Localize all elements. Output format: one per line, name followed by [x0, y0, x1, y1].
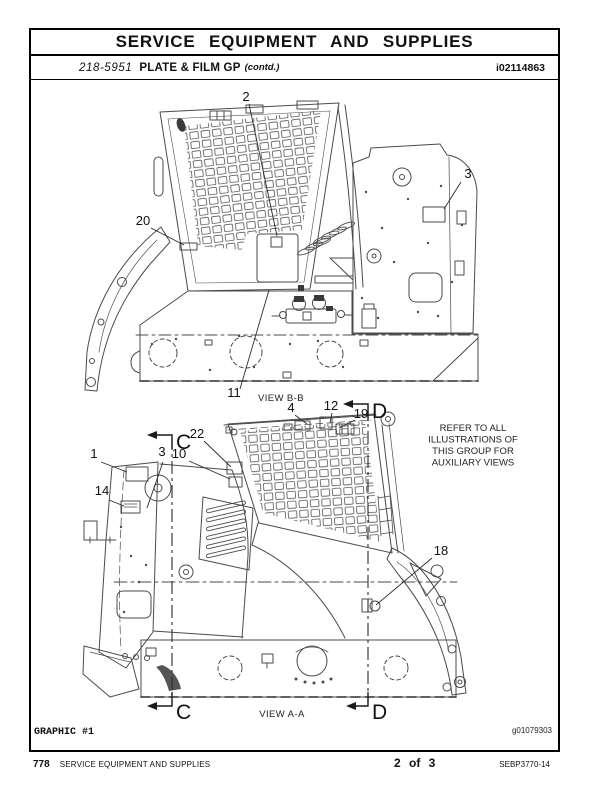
header-title-bar: SERVICE EQUIPMENT AND SUPPLIES	[31, 30, 558, 56]
aux-note-line4: AUXILIARY VIEWS	[432, 458, 515, 469]
aux-note-line1: REFER TO ALL	[440, 423, 507, 434]
page-title: SERVICE EQUIPMENT AND SUPPLIES	[115, 32, 474, 51]
callout-3-target-upper	[422, 206, 446, 223]
section-marker-d-top: D	[372, 400, 387, 423]
section-lines: C C D D	[147, 400, 387, 724]
content-border: SERVICE EQUIPMENT AND SUPPLIES 218-5951 …	[29, 28, 560, 752]
callout-12-label: 12	[324, 398, 338, 413]
section-marker-d-bottom: D	[372, 701, 387, 724]
body-louvers-upper	[297, 221, 355, 256]
graphic-label: GRAPHIC #1	[34, 727, 95, 738]
cab-screen-mesh-lower	[240, 421, 381, 542]
callout-3-label-upper: 3	[464, 166, 471, 181]
callout-2-target	[270, 236, 283, 248]
callout-10-target	[228, 476, 243, 488]
footer-page-number: 778	[33, 759, 50, 770]
callout-1-target	[125, 466, 149, 482]
callout-3-label-lower: 3	[158, 444, 165, 459]
callout-14-target	[120, 500, 141, 514]
callout-19-target	[335, 423, 355, 435]
subheader-row: 218-5951 PLATE & FILM GP (contd.) i02114…	[31, 56, 558, 80]
engine-louvers	[205, 500, 246, 559]
graphic-id: g01079303	[511, 726, 552, 735]
callout-20-label: 20	[136, 213, 150, 228]
callout-11-label: 11	[227, 385, 241, 400]
hydraulic-cluster	[271, 295, 377, 329]
callout-18-label: 18	[434, 543, 448, 558]
callout-22-target	[226, 461, 243, 475]
callout-22-label: 22	[190, 426, 204, 441]
footer-sheet-indicator: 2 of 3	[394, 756, 436, 770]
rear-arm-upper	[84, 226, 171, 392]
panel-rivet-dots-upper	[360, 184, 464, 320]
part-name: PLATE & FILM GP	[139, 61, 241, 74]
callout-18-target	[369, 600, 381, 612]
view-aa-label: VIEW A-A	[259, 709, 305, 720]
graphic-canvas: 2 20 3 11 VIEW B-B	[82, 89, 518, 724]
callout-19-label: 19	[354, 406, 368, 421]
callouts-lower: 4 12 19 22 10 1 3 14 18 VIEW A-A	[90, 398, 448, 720]
callout-12-target	[319, 416, 333, 430]
view-bb-label: VIEW B-B	[258, 393, 304, 404]
aux-views-note: REFER TO ALL ILLUSTRATIONS OF THIS GROUP…	[428, 423, 518, 469]
footer-doc-number: SEBP3770-14	[499, 760, 550, 769]
cab-screen-mesh-upper	[184, 110, 321, 250]
aux-note-line3: THIS GROUP FOR	[432, 446, 514, 457]
aux-note-line2: ILLUSTRATIONS OF	[428, 435, 518, 446]
machine-drawing-lower	[82, 411, 467, 698]
callout-20-target	[179, 242, 198, 251]
loader-arm-lower	[386, 547, 467, 696]
footer-title: SERVICE EQUIPMENT AND SUPPLIES	[59, 760, 211, 769]
section-arrow-c-top	[147, 431, 157, 439]
callout-4-label: 4	[287, 400, 294, 415]
section-arrow-d-bottom	[346, 702, 356, 710]
media-id: i02114863	[495, 61, 545, 74]
machine-drawing-upper	[84, 100, 481, 392]
callout-10-label: 10	[172, 446, 186, 461]
contd-label: (contd.)	[244, 62, 280, 73]
part-number: 218-5951	[79, 61, 133, 74]
door-panel-upper	[256, 233, 299, 283]
callout-2-label: 2	[242, 89, 249, 104]
footer-left: 778 SERVICE EQUIPMENT AND SUPPLIES	[33, 759, 210, 770]
section-arrow-d-top	[343, 400, 353, 408]
section-arrow-c-bottom	[147, 702, 157, 710]
callout-1-label: 1	[90, 446, 97, 461]
callouts-upper: 2 20 3 11 VIEW B-B	[136, 89, 472, 404]
leader-lines-lower	[100, 412, 433, 606]
leader-lines-upper	[150, 103, 462, 390]
callout-14-label: 14	[95, 483, 109, 498]
section-marker-c-bottom: C	[176, 701, 191, 724]
section-marker-c-top: C	[176, 431, 191, 454]
